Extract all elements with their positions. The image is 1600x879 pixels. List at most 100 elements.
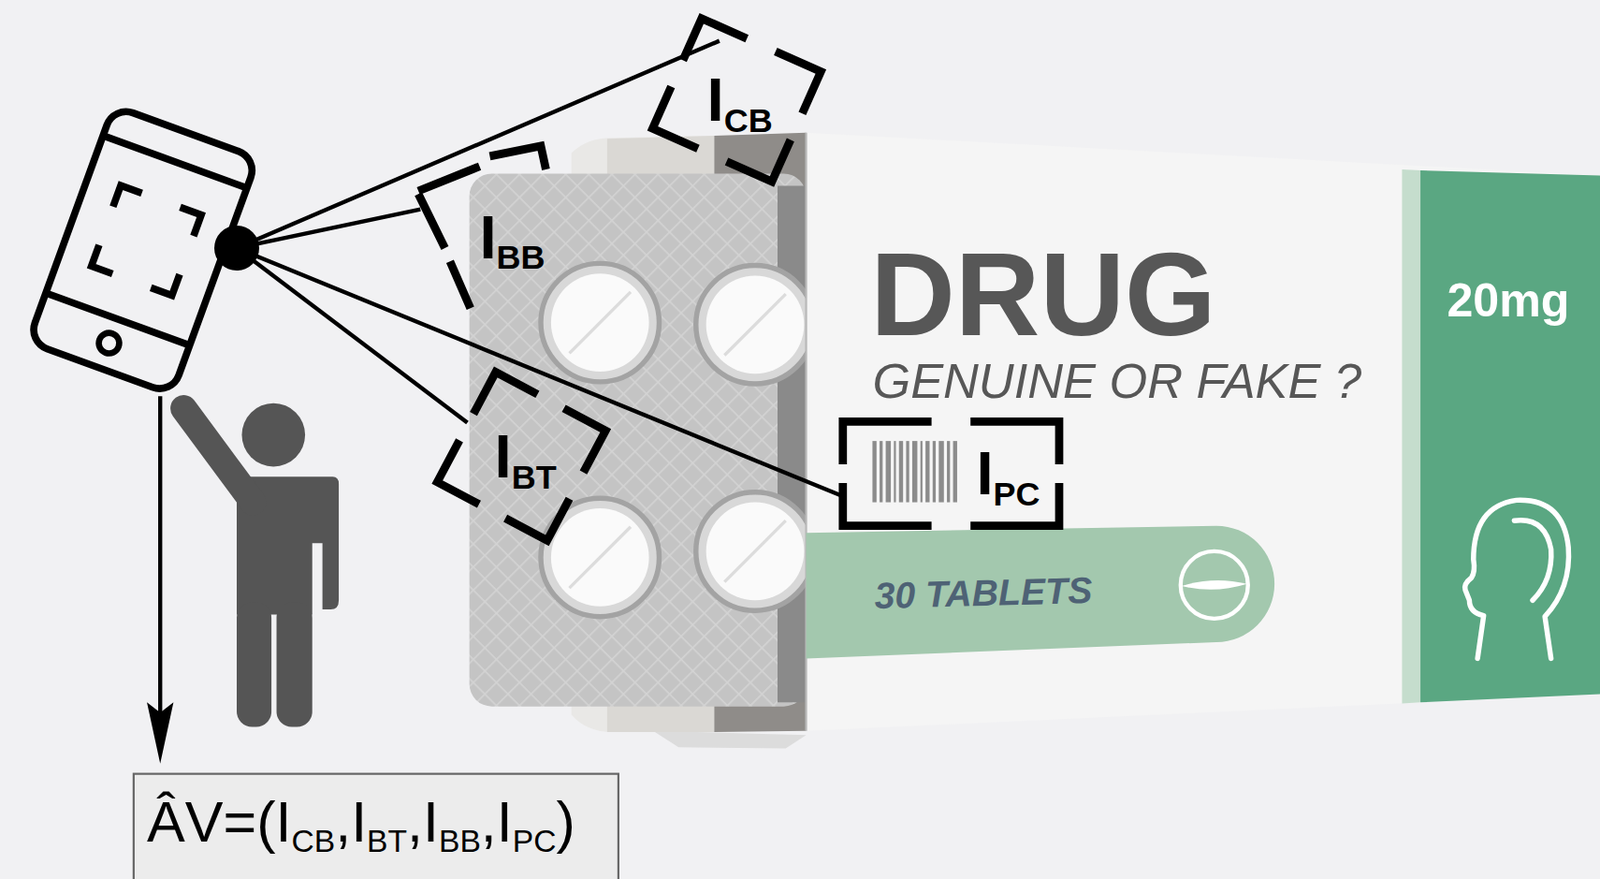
barcode-bar [879,440,883,502]
text-part: ÂV=(I [146,788,291,854]
subscript: BB [496,238,546,277]
formula-box: ÂV=(ICB,IBT,IBB,IPC) [132,772,620,879]
pill-bubble [696,265,815,385]
frame-dashes [436,372,606,541]
package-text: GENUINE OR FAKE ? [872,352,1362,409]
subscript: PC [512,822,557,859]
barcode-bar [893,440,896,502]
pill-tablet [551,508,650,607]
pill-score [724,520,786,582]
tablet-band [806,525,1276,659]
frame-dashes [843,421,1060,525]
person-arm [183,407,253,502]
barcode-bar [932,440,936,502]
tablet-icon-line [1181,580,1248,590]
text-part: ,I [334,788,367,854]
frame-group [843,421,1060,525]
sight-line [236,247,467,422]
text-part: ,I [407,788,439,854]
head-outline [1465,499,1570,658]
barcode-bar [872,440,876,502]
image-label: IPC [975,437,1040,509]
package-text: DRUG [870,226,1216,362]
subscript: BB [438,822,481,859]
stripe-light [1401,169,1421,703]
sight-line [236,209,421,248]
frame-group [652,18,821,182]
barcode-bar [946,440,950,502]
pill [540,262,660,382]
person-leg [276,601,313,727]
pill-bubble [696,492,815,611]
package-text: 20mg [1446,273,1570,328]
capture-frame: IBB [407,143,552,312]
person-icon [183,403,339,728]
image-label: IBT [494,421,557,492]
barcode-bar [938,440,944,502]
text-part: I [479,203,496,272]
frame-outline [459,393,584,519]
barcode-bar [899,440,903,502]
arrow-head [146,701,174,763]
stripe-green [1420,170,1600,702]
phone-button [96,330,123,357]
frame-dashes [418,145,546,308]
barcode-bar [886,440,891,502]
formula-text: ÂV=(ICB,IBT,IBB,IPC) [146,788,618,855]
blister-pack [469,173,807,706]
sight-lines [236,41,845,497]
pill [696,492,815,611]
image-label: ICB [707,64,773,135]
subscript: BT [366,822,408,859]
sight-line [236,41,720,248]
pill-score [569,291,631,353]
barcode-bar [953,440,958,502]
head-brain [1513,520,1551,601]
subscript: BT [511,457,557,495]
text-part: ,I [480,788,513,854]
text-part: ) [555,788,575,854]
barcode-bar [920,440,923,502]
person-head [241,403,306,467]
sight-line [236,247,845,497]
box-shadow [653,730,807,749]
barcode [872,440,958,502]
frame-outline [671,40,803,161]
phone-top-bar [102,135,248,189]
box-front [806,132,1600,731]
subscript: CB [290,822,335,859]
pill-tablet [706,502,805,601]
capture-frame: IPC [843,421,1060,525]
pill-score [724,293,786,355]
pill-bubble [540,262,660,382]
capture-frame: IBT [459,393,584,519]
frame-dashes [652,18,821,182]
image-label: IBB [479,202,545,273]
head-icon [1465,499,1570,658]
barcode-bar [905,440,909,502]
tablet-icon [1180,551,1249,619]
camera-dot [214,225,260,271]
person-leg [236,601,272,727]
pill-tablet [551,273,650,372]
pill-score [569,526,631,588]
subscript: PC [993,475,1041,513]
barcode-bar [925,440,930,502]
blister-edge [777,185,807,702]
output-arrow [158,395,162,714]
text-part: I [494,421,512,491]
package-text: 30 TABLETS [873,568,1093,617]
barcode-bar [912,440,917,502]
text-part: I [975,438,993,508]
scan-icon [91,185,202,295]
pill-tablet [706,275,805,374]
text-part: I [707,65,725,134]
subscript: CB [724,101,773,139]
capture-frame: ICB [671,40,803,161]
frame-group [436,372,606,541]
pill [696,265,815,385]
